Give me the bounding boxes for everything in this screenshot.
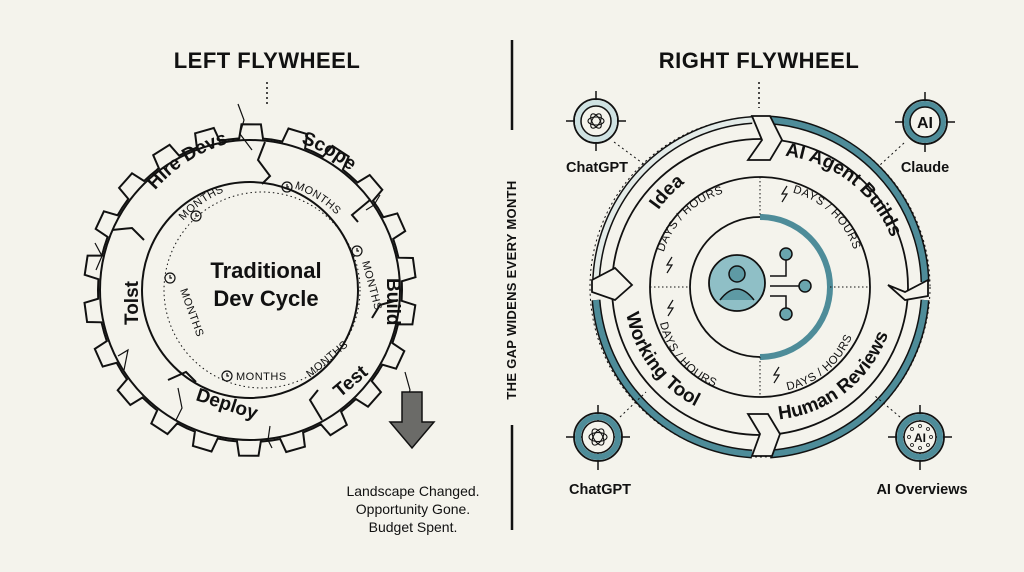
duration-label-3: MONTHS — [359, 260, 384, 312]
tool-label: ChatGPT — [566, 160, 628, 176]
outer-ring — [591, 115, 930, 459]
lightning-icon — [666, 299, 675, 317]
duration-label-5: MONTHS — [236, 371, 287, 383]
left-flywheel: LEFT FLYWHEEL Hire Devs — [83, 48, 480, 535]
outcome-line1: Landscape Changed. — [346, 483, 479, 499]
center-divider: THE GAP WIDENS EVERY MONTH — [504, 40, 519, 530]
hub-progress-arc — [759, 214, 833, 360]
right-flywheel-title: RIGHT FLYWHEEL — [659, 48, 860, 73]
tool-badge-chatgpt-top: ChatGPT — [566, 91, 628, 176]
tool-badge-ai-overviews: AI AI Overviews — [876, 405, 968, 498]
gear-teeth — [83, 123, 417, 457]
openai-knot-icon — [587, 113, 605, 129]
right-flywheel: RIGHT FLYWHEEL — [566, 48, 968, 498]
center-label-line1: Traditional — [210, 258, 321, 283]
tool-label: Claude — [901, 160, 949, 176]
radial-dotted-dividers — [650, 177, 870, 397]
svg-text:AI: AI — [914, 431, 926, 445]
segment-tolst: Tolst — [122, 280, 143, 325]
segment-idea: Idea — [646, 170, 689, 213]
outcome-line3: Budget Spent. — [369, 519, 458, 535]
duration-label-2: DAYS / HOURS — [792, 184, 863, 251]
inner-dotted-ring — [163, 191, 361, 389]
person-network-icon — [708, 247, 812, 321]
lightning-icon — [780, 185, 789, 203]
outcome-line2: Opportunity Gone. — [356, 501, 470, 517]
ai-sparkle-icon: AI — [907, 424, 933, 450]
openai-knot-icon — [588, 428, 608, 446]
lightning-icon — [665, 256, 674, 274]
tool-label: AI Overviews — [876, 482, 967, 498]
segment-build: Build — [382, 278, 403, 326]
clock-icon — [351, 245, 363, 257]
tool-label: ChatGPT — [569, 482, 631, 498]
gear-outline — [83, 123, 417, 457]
tool-connectors — [613, 141, 905, 418]
segment-deploy: Deploy — [193, 385, 260, 425]
clock-icons — [164, 181, 363, 382]
tool-badge-claude: AI Claude — [895, 92, 955, 176]
center-label-line2: Dev Cycle — [213, 286, 318, 311]
segment-breaks — [111, 141, 399, 421]
duration-label-6: MONTHS — [177, 287, 206, 339]
clock-icon — [164, 272, 176, 284]
clock-icon — [281, 181, 293, 193]
lightning-icon — [772, 366, 781, 384]
down-arrow-icon — [388, 391, 436, 450]
clock-icon — [190, 210, 202, 222]
segment-test: Test — [330, 361, 373, 402]
ai-text-icon: AI — [917, 115, 933, 132]
tool-badge-chatgpt-bottom: ChatGPT — [566, 405, 631, 498]
clock-icon — [221, 370, 233, 382]
divider-text: THE GAP WIDENS EVERY MONTH — [504, 180, 519, 399]
left-flywheel-title: LEFT FLYWHEEL — [174, 48, 361, 73]
segment-breaks — [591, 115, 929, 457]
crack-marks — [94, 103, 411, 449]
duration-label-2: MONTHS — [293, 180, 343, 217]
lightning-icons — [665, 185, 789, 384]
